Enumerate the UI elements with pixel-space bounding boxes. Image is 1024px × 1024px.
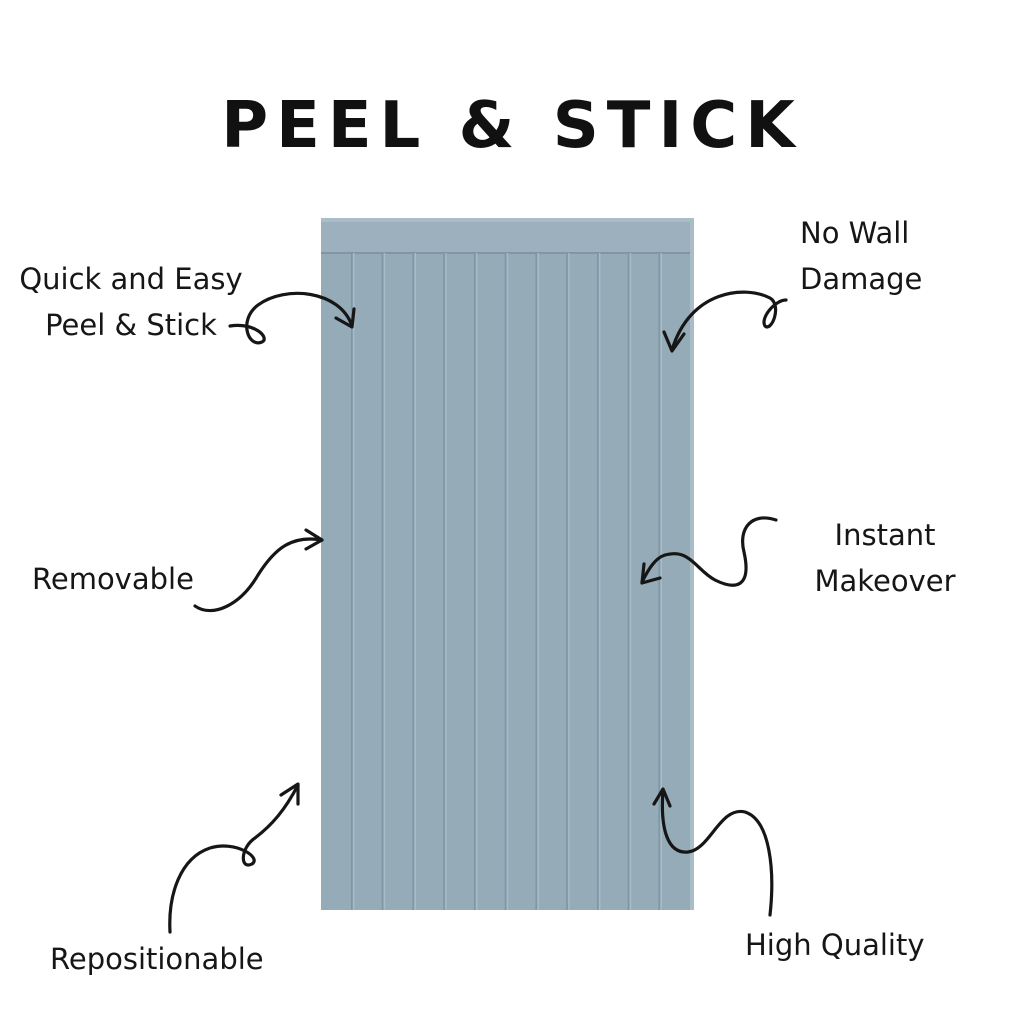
label-removable: Removable xyxy=(32,562,194,596)
arrow-repositionable xyxy=(168,783,300,934)
arrow-quick-easy xyxy=(228,291,354,345)
arrowhead-quick-easy xyxy=(334,307,356,329)
label-no-wall-damage: No Wall Damage xyxy=(800,210,990,302)
panel-grooves xyxy=(350,253,662,910)
label-quick-easy: Quick and Easy Peel & Stick xyxy=(18,256,244,348)
label-quick-easy-line1: Quick and Easy xyxy=(19,262,243,296)
panel-top-edge xyxy=(321,218,694,222)
arrows xyxy=(168,290,788,934)
arrow-high-quality xyxy=(660,788,774,917)
label-high-quality: High Quality xyxy=(745,928,925,962)
label-no-wall-damage-line1: No Wall xyxy=(800,216,910,250)
label-instant-makeover: Instant Makeover xyxy=(810,512,960,604)
label-repositionable: Repositionable xyxy=(50,942,264,976)
arrowhead-no-wall-damage xyxy=(662,330,686,353)
label-quick-easy-line2: Peel & Stick xyxy=(45,308,217,342)
label-instant-makeover-line1: Instant xyxy=(834,518,936,552)
arrowhead-instant-makeover xyxy=(640,562,662,585)
panel-top-rail xyxy=(321,218,694,253)
arrowhead-removable xyxy=(304,528,324,551)
arrow-instant-makeover xyxy=(640,516,778,587)
panel-right-edge xyxy=(690,218,694,910)
page-title: PEEL & STICK xyxy=(221,89,803,163)
label-no-wall-damage-line2: Damage xyxy=(800,262,923,296)
arrowhead-high-quality xyxy=(652,787,672,808)
label-instant-makeover-line2: Makeover xyxy=(814,564,956,598)
arrow-no-wall-damage xyxy=(670,290,788,352)
arrow-removable xyxy=(193,537,324,613)
arrowhead-repositionable xyxy=(279,782,300,806)
wall-panel xyxy=(321,218,694,910)
